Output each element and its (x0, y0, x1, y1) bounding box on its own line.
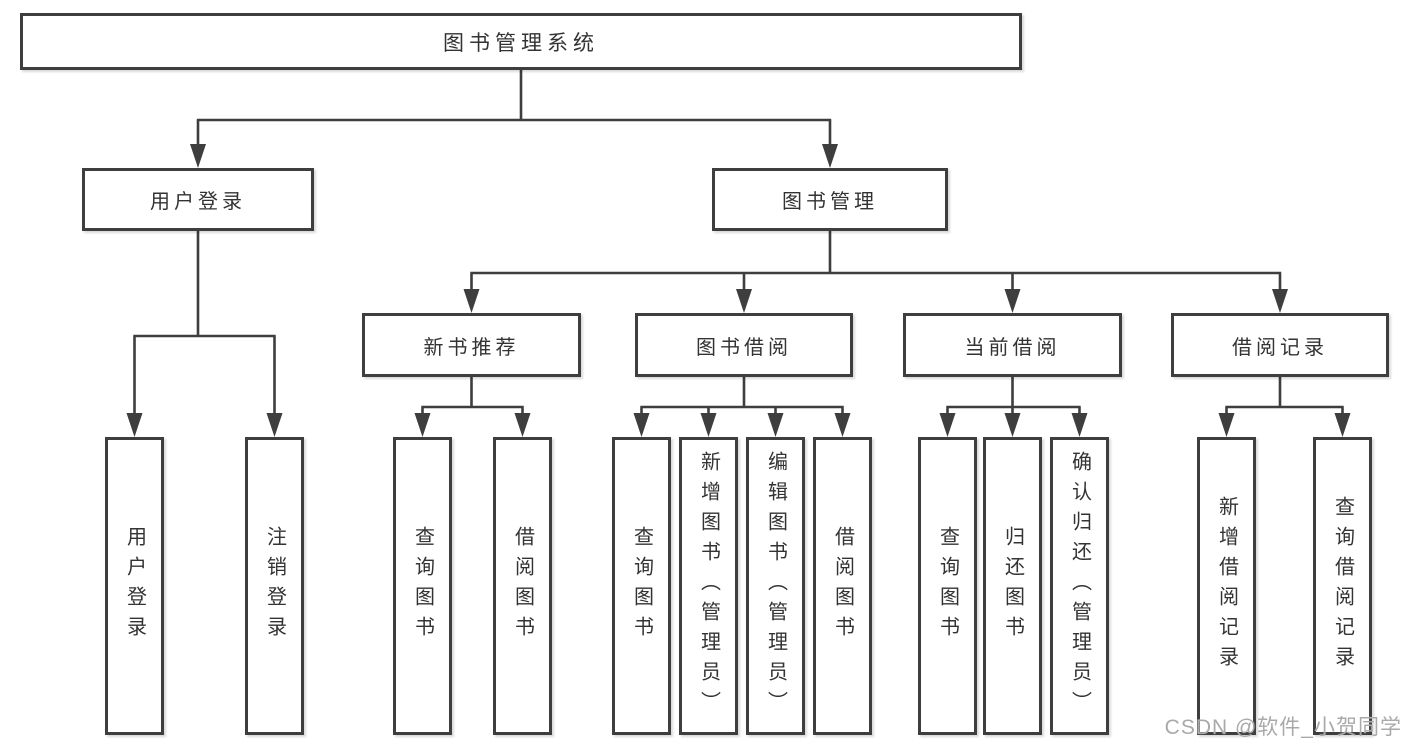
node-current-borrowing: 当前借阅 (903, 313, 1122, 377)
arrowhead (834, 413, 851, 437)
node-label: 新书推荐 (423, 336, 520, 359)
node-book-management-system: 图书管理系统 (20, 13, 1022, 70)
arrowhead (1071, 413, 1088, 437)
node-label: 查询图书 (411, 526, 434, 646)
arrowhead (266, 413, 283, 437)
arrowhead (1004, 289, 1021, 313)
node-label: 新增图书（管理员） (697, 451, 720, 721)
node-book-borrowing: 图书借阅 (635, 313, 853, 377)
node-label: 图书管理系统 (443, 31, 599, 55)
leaf-add-books-admin: 新增图书（管理员） (679, 437, 738, 735)
node-label: 借阅图书 (831, 526, 854, 646)
leaf-user-login: 用户登录 (105, 437, 164, 735)
leaf-edit-books-admin: 编辑图书（管理员） (746, 437, 805, 735)
node-user-login-branch: 用户登录 (82, 168, 314, 231)
leaf-query-books-current: 查询图书 (918, 437, 977, 735)
arrowhead (514, 413, 531, 437)
arrowhead (822, 144, 838, 168)
arrowheads (126, 144, 1351, 437)
arrowhead (1272, 289, 1288, 313)
leaf-query-books-recommendation: 查询图书 (393, 437, 452, 735)
node-label: 借阅记录 (1232, 336, 1328, 359)
arrowhead (1218, 413, 1235, 437)
node-label: 借阅图书 (511, 526, 534, 646)
leaf-return-books: 归还图书 (983, 437, 1042, 735)
node-label: 查询图书 (936, 526, 959, 646)
leaf-confirm-return-admin: 确认归还（管理员） (1050, 437, 1109, 735)
node-book-management-branch: 图书管理 (712, 168, 948, 231)
arrowhead (1004, 413, 1021, 437)
node-label: 用户登录 (150, 191, 246, 213)
arrowhead (190, 144, 206, 168)
leaf-logout: 注销登录 (245, 437, 304, 735)
arrowhead (939, 413, 956, 437)
leaf-borrow-books-recommendation: 借阅图书 (493, 437, 552, 735)
arrowhead (1334, 413, 1351, 437)
node-label: 新增借阅记录 (1215, 496, 1238, 676)
arrowhead (414, 413, 431, 437)
leaf-add-borrowing-record: 新增借阅记录 (1197, 437, 1256, 735)
arrowhead (633, 413, 650, 437)
node-borrowing-records: 借阅记录 (1171, 313, 1389, 377)
node-label: 图书借阅 (696, 336, 792, 359)
node-new-book-recommendation: 新书推荐 (362, 313, 581, 377)
node-label: 当前借阅 (964, 336, 1061, 359)
node-label: 查询借阅记录 (1331, 496, 1354, 676)
leaf-query-books-borrowing: 查询图书 (612, 437, 671, 735)
node-label: 注销登录 (263, 526, 286, 646)
node-label: 图书管理 (782, 191, 878, 213)
node-label: 用户登录 (123, 526, 146, 646)
node-label: 编辑图书（管理员） (764, 451, 787, 721)
node-label: 归还图书 (1001, 526, 1024, 646)
arrowhead (700, 413, 717, 437)
arrowhead (463, 289, 480, 313)
node-label: 确认归还（管理员） (1068, 451, 1091, 721)
arrowhead (767, 413, 784, 437)
arrowhead (126, 413, 143, 437)
leaf-query-borrowing-record: 查询借阅记录 (1313, 437, 1372, 735)
csdn-watermark: CSDN @软件_小贺同学 (1164, 716, 1402, 739)
arrowhead (736, 289, 752, 313)
connector-segments (133, 70, 1344, 417)
node-label: 查询图书 (630, 526, 653, 646)
leaf-borrow-books: 借阅图书 (813, 437, 872, 735)
